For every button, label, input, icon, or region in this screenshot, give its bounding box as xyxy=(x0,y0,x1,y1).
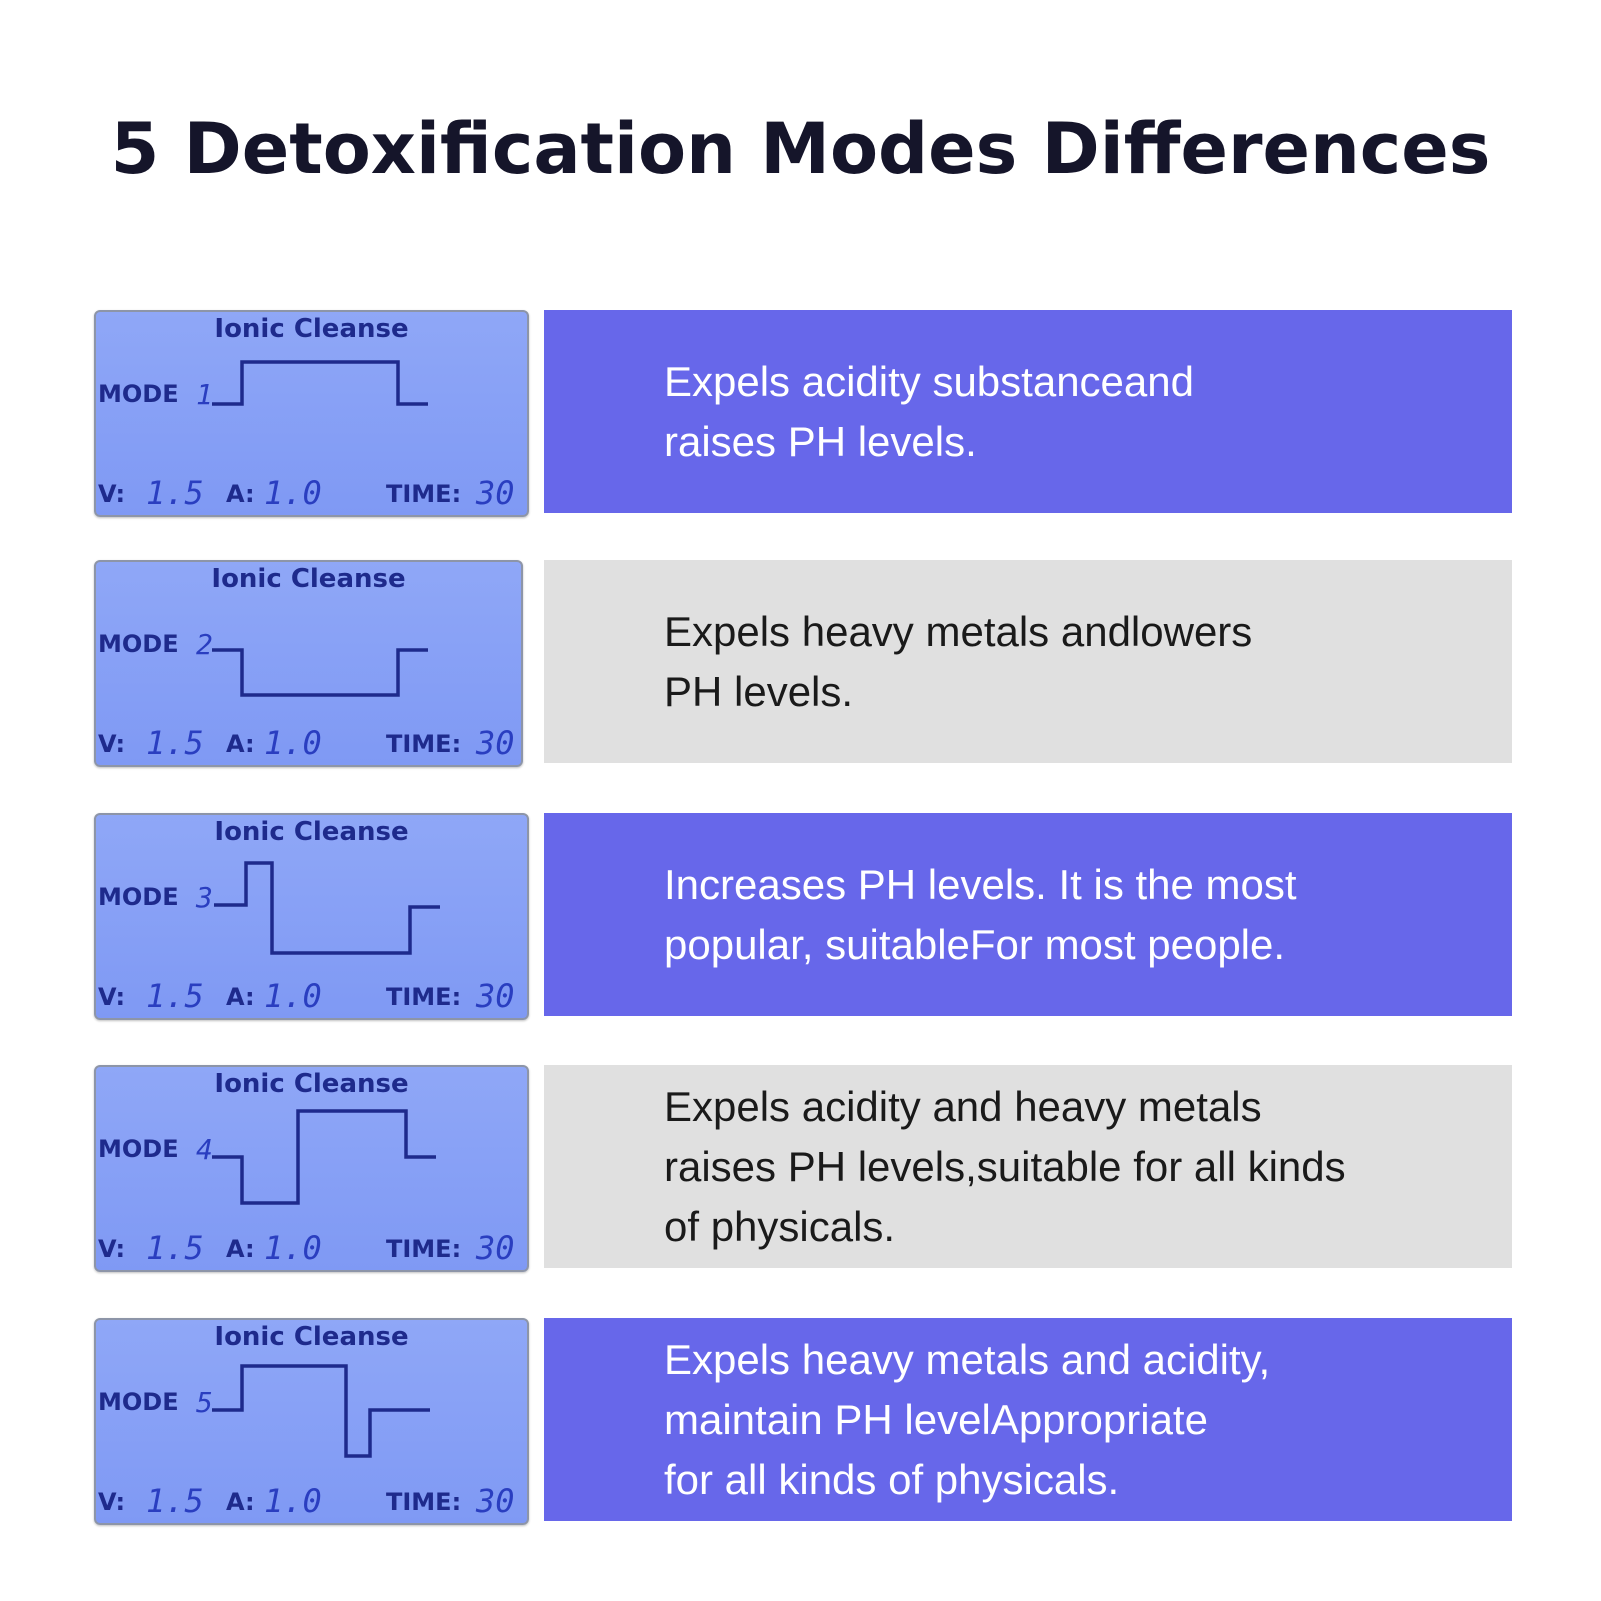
mode-row-1: Ionic Cleanse MODE 1 V: 1.5 A: 1.0 TIME:… xyxy=(0,310,1601,517)
lcd-title: Ionic Cleanse xyxy=(214,1069,409,1099)
mode-row-5: Ionic Cleanse MODE 5 V: 1.5 A: 1.0 TIME:… xyxy=(0,1318,1601,1525)
waveform-line xyxy=(212,1109,436,1205)
lcd-voltage-label: V: xyxy=(98,983,126,1011)
lcd-display: Ionic Cleanse MODE 4 V: 1.5 A: 1.0 TIME:… xyxy=(94,1065,529,1272)
lcd-current-label: A: xyxy=(226,1488,255,1516)
mode-row-4: Ionic Cleanse MODE 4 V: 1.5 A: 1.0 TIME:… xyxy=(0,1065,1601,1272)
description-panel: Expels acidity and heavy metals raises P… xyxy=(544,1065,1512,1268)
description-text: Expels heavy metals andlowers PH levels. xyxy=(664,560,1484,763)
description-panel: Expels heavy metals andlowers PH levels. xyxy=(544,560,1512,763)
lcd-mode-number: 2 xyxy=(196,628,213,661)
lcd-voltage-value: 1.5 xyxy=(146,474,204,512)
lcd-title: Ionic Cleanse xyxy=(214,1322,409,1352)
lcd-mode-label: MODE xyxy=(98,630,179,658)
lcd-current-value: 1.0 xyxy=(264,724,322,762)
description-line: Increases PH levels. It is the most xyxy=(664,860,1297,908)
description-text: Expels acidity and heavy metals raises P… xyxy=(664,1065,1484,1268)
lcd-current-value: 1.0 xyxy=(264,1482,322,1520)
lcd-display: Ionic Cleanse MODE 1 V: 1.5 A: 1.0 TIME:… xyxy=(94,310,529,517)
lcd-current-label: A: xyxy=(226,1235,255,1263)
lcd-mode-label: MODE xyxy=(98,1135,179,1163)
lcd-current-label: A: xyxy=(226,480,255,508)
lcd-current-value: 1.0 xyxy=(264,474,322,512)
lcd-current-label: A: xyxy=(226,730,255,758)
lcd-mode-label: MODE xyxy=(98,380,179,408)
lcd-voltage-label: V: xyxy=(98,1488,126,1516)
lcd-voltage-label: V: xyxy=(98,480,126,508)
waveform-graphic xyxy=(214,861,440,955)
lcd-current-label: A: xyxy=(226,983,255,1011)
description-text: Expels heavy metals and acidity, maintai… xyxy=(664,1318,1484,1521)
lcd-voltage-label: V: xyxy=(98,730,126,758)
waveform-line xyxy=(212,1364,430,1458)
waveform-graphic xyxy=(212,648,428,697)
description-line: Expels heavy metals and acidity, xyxy=(664,1335,1271,1383)
lcd-time-label: TIME: xyxy=(386,1235,462,1263)
lcd-current-value: 1.0 xyxy=(264,977,322,1015)
lcd-time-value: 30 xyxy=(476,1482,515,1520)
lcd-time-value: 30 xyxy=(476,474,515,512)
lcd-voltage-label: V: xyxy=(98,1235,126,1263)
waveform-line xyxy=(212,360,428,406)
lcd-title: Ionic Cleanse xyxy=(211,564,406,594)
lcd-voltage-value: 1.5 xyxy=(146,1229,204,1267)
lcd-display: Ionic Cleanse MODE 2 V: 1.5 A: 1.0 TIME:… xyxy=(94,560,523,767)
lcd-mode-number: 5 xyxy=(196,1386,213,1419)
waveform-graphic xyxy=(212,1109,436,1205)
description-line: raises PH levels. xyxy=(664,417,977,465)
description-line: raises PH levels,suitable for all kinds xyxy=(664,1142,1346,1190)
lcd-time-label: TIME: xyxy=(386,730,462,758)
lcd-time-value: 30 xyxy=(476,977,515,1015)
description-line: Expels acidity and heavy metals xyxy=(664,1082,1262,1130)
lcd-mode-label: MODE xyxy=(98,883,179,911)
lcd-time-label: TIME: xyxy=(386,480,462,508)
description-line: popular, suitableFor most people. xyxy=(664,920,1286,968)
lcd-voltage-value: 1.5 xyxy=(146,977,204,1015)
lcd-mode-number: 4 xyxy=(196,1133,213,1166)
description-line: of physicals. xyxy=(664,1202,896,1250)
lcd-display: Ionic Cleanse MODE 3 V: 1.5 A: 1.0 TIME:… xyxy=(94,813,529,1020)
lcd-title: Ionic Cleanse xyxy=(214,314,409,344)
description-panel: Expels acidity substanceand raises PH le… xyxy=(544,310,1512,513)
description-panel: Increases PH levels. It is the most popu… xyxy=(544,813,1512,1016)
lcd-voltage-value: 1.5 xyxy=(146,724,204,762)
lcd-current-value: 1.0 xyxy=(264,1229,322,1267)
waveform-graphic xyxy=(212,360,428,406)
description-line: maintain PH levelAppropriate xyxy=(664,1395,1208,1443)
lcd-time-value: 30 xyxy=(476,724,515,762)
lcd-time-value: 30 xyxy=(476,1229,515,1267)
lcd-display: Ionic Cleanse MODE 5 V: 1.5 A: 1.0 TIME:… xyxy=(94,1318,529,1525)
lcd-mode-number: 3 xyxy=(196,881,213,914)
lcd-title: Ionic Cleanse xyxy=(214,817,409,847)
page-title: 5 Detoxification Modes Differences xyxy=(110,108,1491,190)
description-text: Increases PH levels. It is the most popu… xyxy=(664,813,1484,1016)
description-panel: Expels heavy metals and acidity, maintai… xyxy=(544,1318,1512,1521)
lcd-time-label: TIME: xyxy=(386,983,462,1011)
lcd-voltage-value: 1.5 xyxy=(146,1482,204,1520)
description-line: Expels acidity substanceand xyxy=(664,357,1194,405)
mode-row-3: Ionic Cleanse MODE 3 V: 1.5 A: 1.0 TIME:… xyxy=(0,813,1601,1020)
description-line: PH levels. xyxy=(664,667,854,715)
description-line: for all kinds of physicals. xyxy=(664,1455,1120,1503)
description-line: Expels heavy metals andlowers xyxy=(664,607,1253,655)
waveform-graphic xyxy=(212,1364,430,1458)
description-text: Expels acidity substanceand raises PH le… xyxy=(664,310,1484,513)
lcd-mode-label: MODE xyxy=(98,1388,179,1416)
waveform-line xyxy=(212,648,428,697)
lcd-mode-number: 1 xyxy=(196,378,213,411)
lcd-time-label: TIME: xyxy=(386,1488,462,1516)
mode-row-2: Ionic Cleanse MODE 2 V: 1.5 A: 1.0 TIME:… xyxy=(0,560,1601,767)
waveform-line xyxy=(214,861,440,955)
